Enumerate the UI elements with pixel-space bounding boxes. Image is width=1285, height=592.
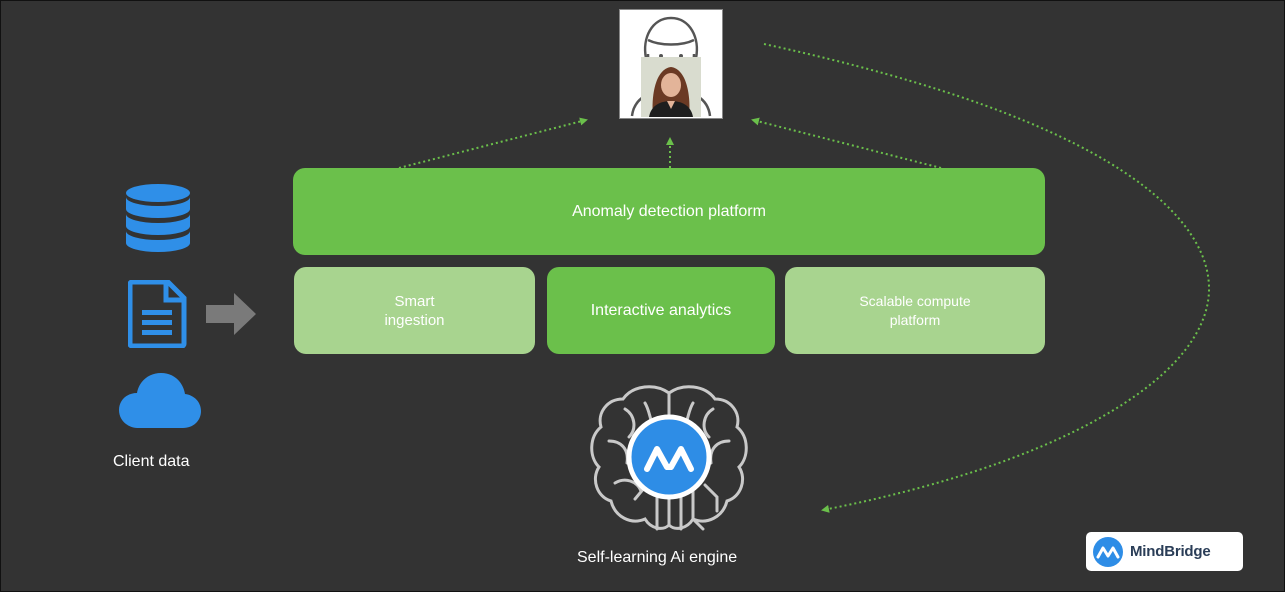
engine-label: Self-learning Ai engine [577,549,738,566]
module-interactive-analytics: Interactive analytics [547,267,775,354]
module-label: Smart ingestion [384,292,445,329]
mindbridge-logo-icon [1093,536,1123,567]
anomaly-detection-platform: Anomaly detection platform [293,168,1045,255]
arrow-right-to-person [751,117,942,169]
client-data-label: Client data [113,453,190,470]
module-smart-ingestion: Smart ingestion [294,267,535,354]
platform-label: Anomaly detection platform [572,202,766,220]
brand-name: MindBridge [1130,543,1211,560]
module-scalable-compute: Scalable compute platform [785,267,1045,354]
brain-icon [590,385,748,531]
user-portrait [619,9,723,119]
module-label: Scalable compute platform [859,292,971,328]
photo-thumbnail [641,57,701,117]
database-icon [126,184,190,252]
arrow-left-to-person [398,117,588,169]
module-label: Interactive analytics [590,302,732,319]
arrow-right-icon [206,293,256,335]
feedback-loop-arrow [763,43,1211,513]
document-icon [128,280,187,348]
cloud-icon [119,373,201,428]
mindbridge-logo: MindBridge [1086,532,1243,571]
